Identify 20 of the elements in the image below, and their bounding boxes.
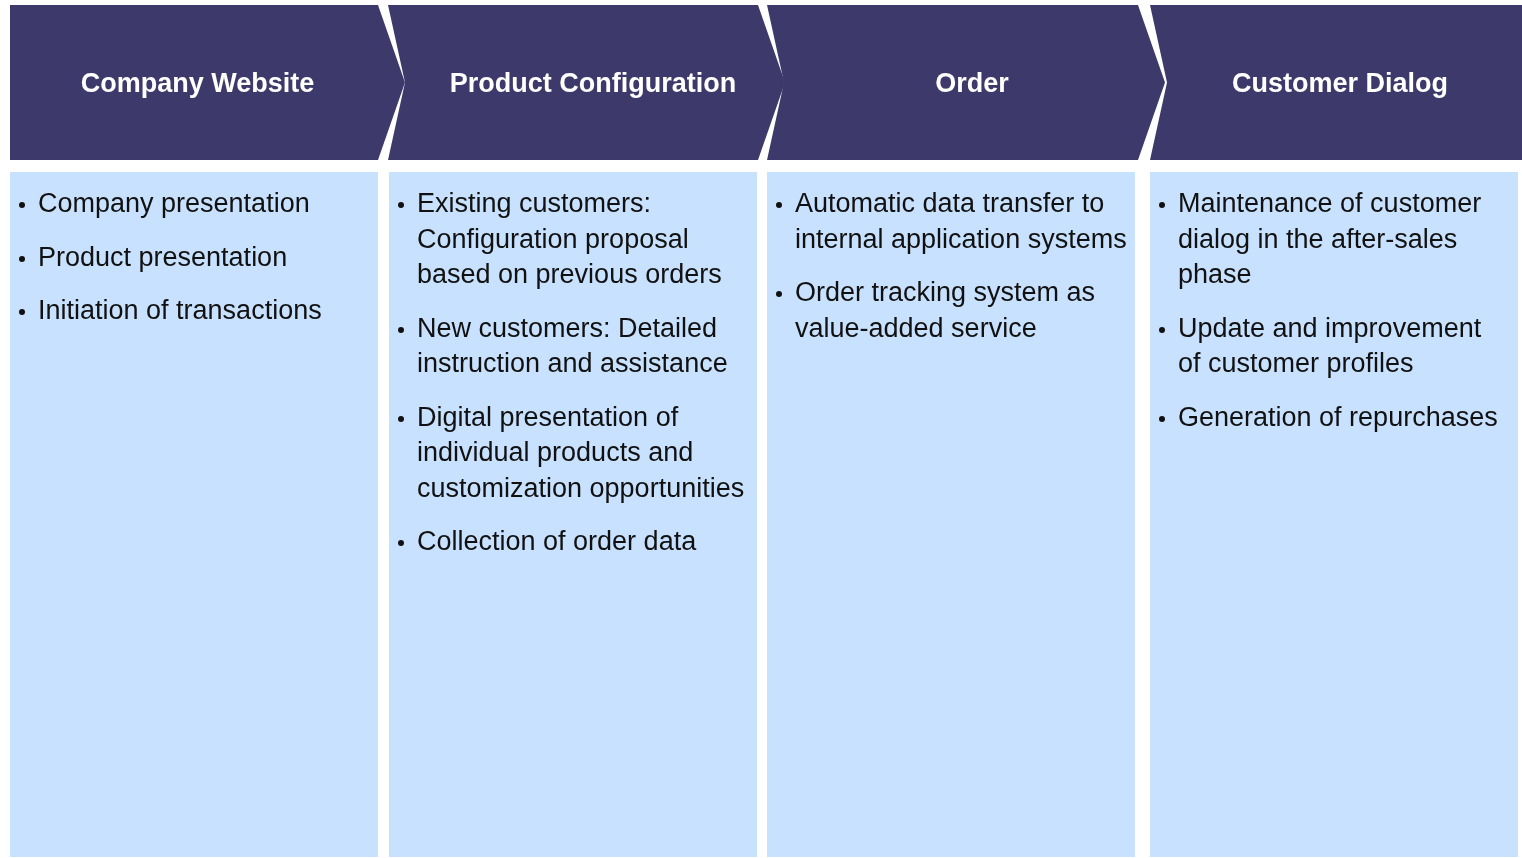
bullet-text: Company presentation — [38, 187, 311, 220]
bullet-text: Digital presentation of individual products and customization opportunities — [417, 400, 746, 505]
content-panel — [1150, 172, 1518, 857]
bullet-text: Update and improvement of customer profiles — [1178, 311, 1483, 380]
step-title: Company Website — [79, 66, 316, 100]
content-panel — [767, 172, 1135, 857]
bullet-text: Automatic data transfer to internal application systems — [795, 187, 1127, 256]
bullet-text: Product presentation — [38, 240, 289, 274]
content-panel — [389, 172, 757, 857]
bullet-text: Maintenance of customer dialog in the after-sales phase — [1178, 187, 1483, 291]
bullet-text: Order tracking system as value-added service — [795, 276, 1097, 345]
content-panel — [10, 172, 378, 857]
bullet-text: Initiation of transactions — [38, 294, 323, 327]
bullet-text: New customers: Detailed instruction and assistance — [417, 311, 729, 380]
bullet-text: Collection of order data — [417, 525, 698, 558]
step-title: Order — [934, 66, 1010, 100]
step-title: Product Configuration — [448, 66, 738, 100]
bullet-text: Existing customers: Configuration proposal based on previous orders — [417, 187, 723, 291]
step-title: Customer Dialog — [1231, 66, 1449, 100]
bullet-text: Generation of repurchases — [1178, 400, 1499, 434]
